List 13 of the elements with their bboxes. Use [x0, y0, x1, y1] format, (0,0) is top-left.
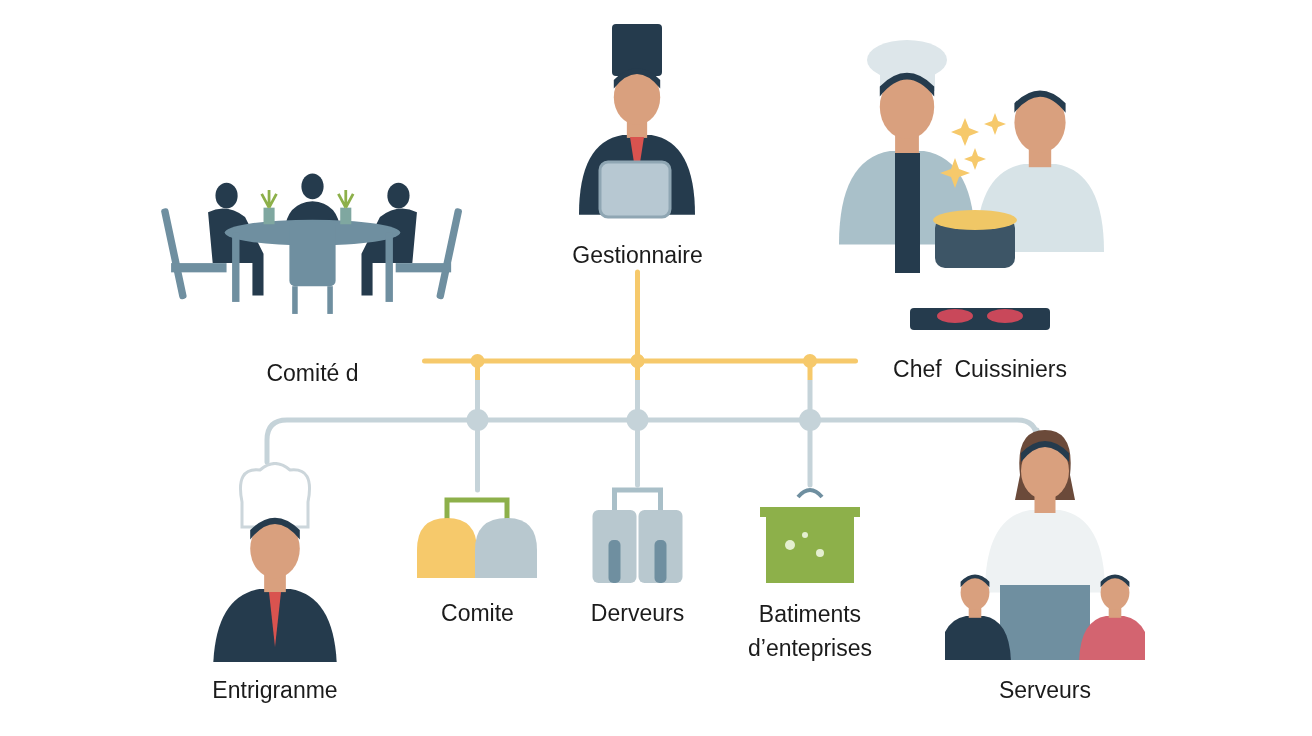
node-label: Serveurs: [998, 676, 1091, 705]
bus-bar: [422, 354, 858, 368]
node-label: Gestionnaire: [572, 241, 703, 270]
node-label: Batiments d’enteprises: [747, 600, 873, 663]
node-label: Comité d: [266, 359, 359, 388]
node-label: Comite: [441, 599, 514, 628]
node-label: Derveurs: [590, 599, 685, 628]
connector-line: [475, 365, 480, 493]
connector-line: [635, 365, 640, 488]
node-label: Entrigranme: [212, 676, 338, 705]
node-label: Chef Cuissiniers: [893, 355, 1067, 384]
connector-line: [635, 269, 640, 357]
connector-line: [807, 365, 813, 488]
